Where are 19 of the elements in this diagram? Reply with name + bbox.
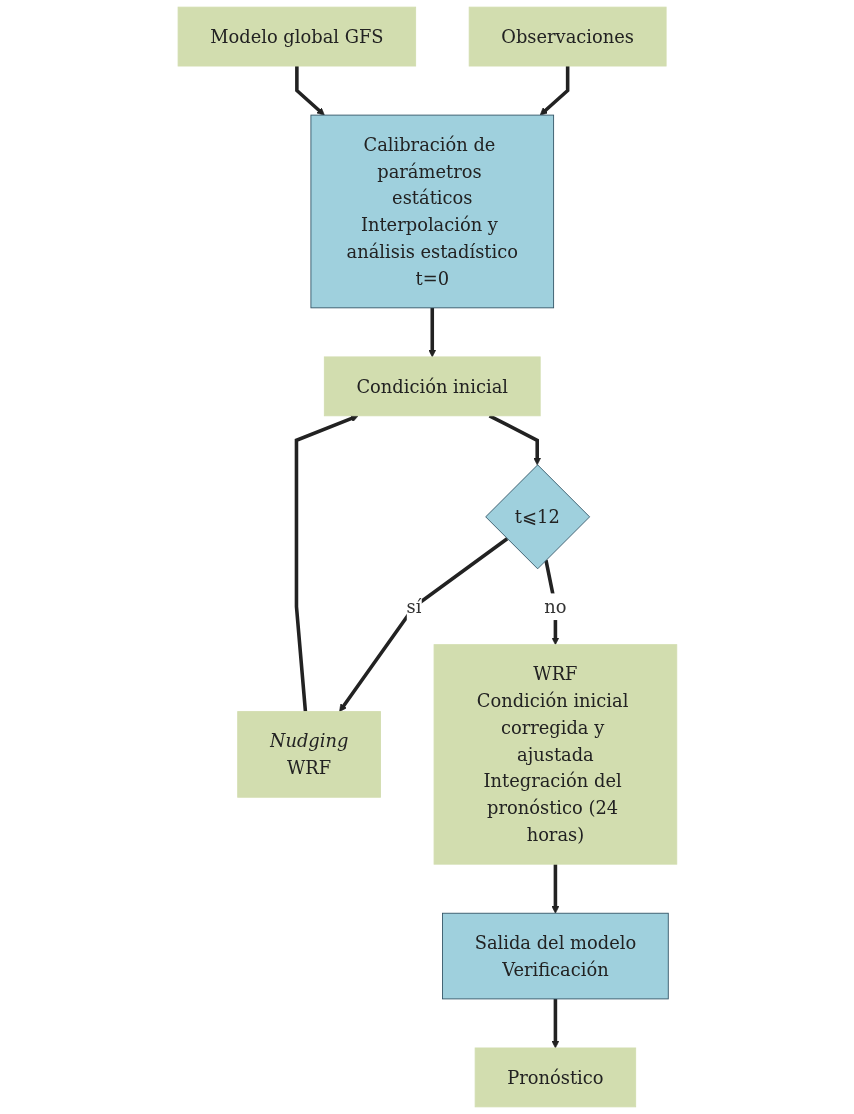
arrow [294,414,359,712]
node-box: Salida del modelo Verificación [441,912,669,1000]
node-box: Observaciones [468,6,667,67]
node-box: Modelo global GFS [177,6,416,67]
node-box: Condición inicial [323,356,541,417]
arrow [551,998,559,1049]
node-box: Calibración de parámetros estáticos Interpolación y análisis estadístico t=0 [310,114,554,309]
node-box: WRF Condición inicial corregida y ajustada Integración del pronóstico (24 horas) [433,644,677,865]
arrow [551,864,559,914]
edge-label: no [543,596,567,618]
arrow [294,66,325,116]
arrow [488,414,541,466]
node-box: Nudging WRF [236,711,381,798]
arrow [338,537,508,712]
arrow [539,66,569,116]
node-diamond: t⩽12 [484,464,590,570]
arrow [427,307,436,358]
node-box: Pronóstico [474,1047,636,1108]
edge-label: sí [406,596,422,618]
